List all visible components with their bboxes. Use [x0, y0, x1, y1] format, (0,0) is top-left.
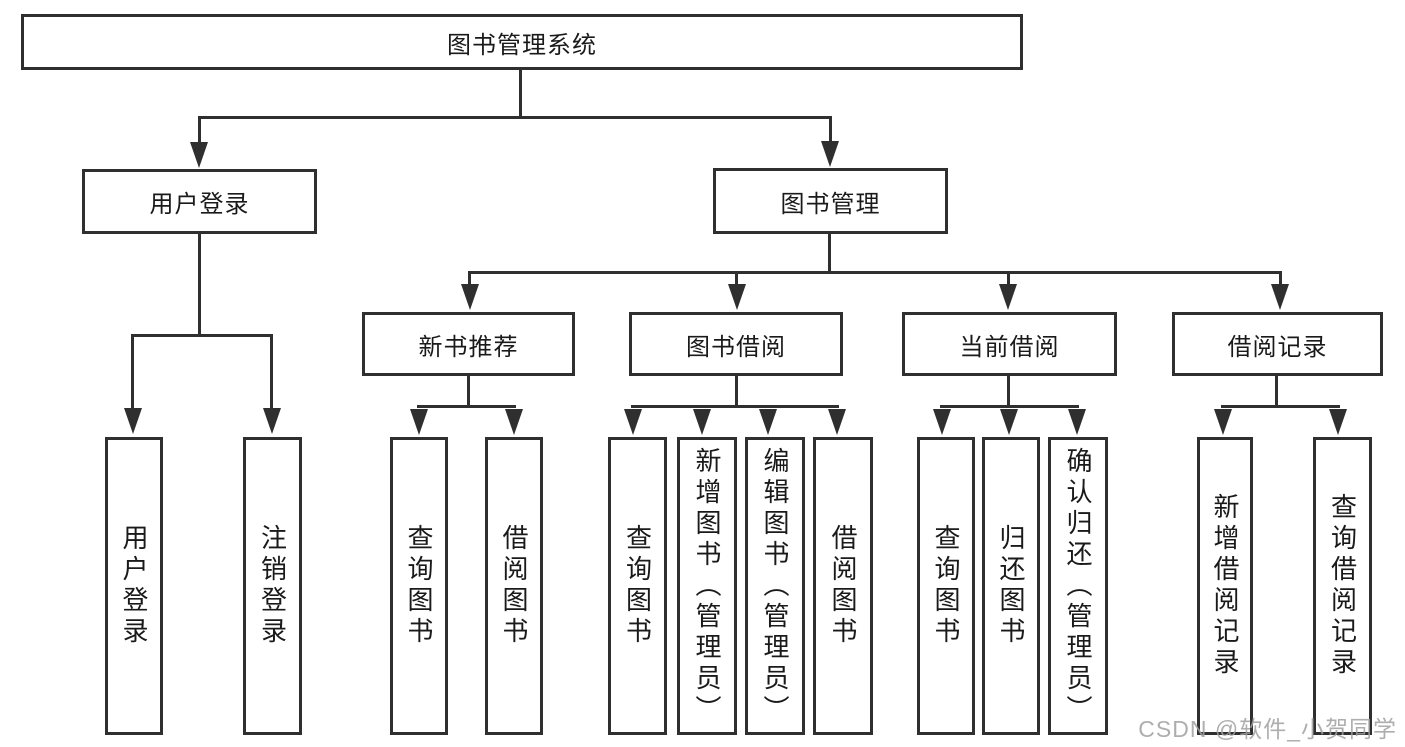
leaf-add-books-admin: 新增图书（管理员） [677, 437, 737, 735]
connector-stub [198, 116, 201, 144]
connector-stub [735, 271, 738, 287]
node-current-borrow: 当前借阅 [902, 312, 1117, 376]
leaf-query-books-recommend: 查询图书 [390, 437, 448, 735]
arrow-down-icon [693, 409, 711, 435]
leaf-borrow-books: 借阅图书 [813, 437, 873, 735]
connector-group-bar [1221, 405, 1340, 408]
node-user-login: 用户登录 [82, 169, 317, 234]
arrow-down-icon [1271, 284, 1289, 310]
arrow-down-icon [1214, 409, 1232, 435]
arrow-down-icon [461, 284, 479, 310]
connector-stub [1007, 271, 1010, 287]
connector-stub [1279, 271, 1282, 287]
arrow-down-icon [933, 409, 951, 435]
connector-group-stem [1007, 374, 1010, 408]
arrow-down-icon [624, 409, 642, 435]
node-library-system: 图书管理系统 [21, 14, 1023, 70]
arrow-down-icon [1068, 409, 1086, 435]
leaf-query-books-current: 查询图书 [917, 437, 975, 735]
connector-stub [131, 334, 134, 410]
connector-user-login-stem [198, 233, 201, 336]
arrow-down-icon [828, 409, 846, 435]
leaf-borrow-books-recommend: 借阅图书 [485, 437, 543, 735]
leaf-user-login: 用户登录 [105, 437, 163, 735]
arrow-down-icon [190, 142, 208, 168]
arrow-down-icon [999, 284, 1017, 310]
leaf-edit-books-admin: 编辑图书（管理员） [745, 437, 805, 735]
connector-level3-bar [468, 271, 1282, 274]
connector-stub [468, 271, 471, 287]
connector-group-stem [467, 374, 470, 408]
leaf-return-books: 归还图书 [982, 437, 1040, 735]
arrow-down-icon [1329, 409, 1347, 435]
arrow-down-icon [263, 408, 281, 434]
leaf-query-borrow-record: 查询借阅记录 [1313, 437, 1372, 735]
leaf-confirm-return-admin: 确认归还（管理员） [1048, 437, 1108, 735]
node-borrow-records: 借阅记录 [1172, 312, 1383, 376]
arrow-down-icon [410, 409, 428, 435]
arrow-down-icon [124, 408, 142, 434]
node-book-borrow: 图书借阅 [629, 312, 843, 376]
connector-group-stem [1275, 374, 1278, 408]
leaf-logout: 注销登录 [243, 437, 302, 735]
connector-book-mgmt-stem [828, 232, 831, 274]
connector-group-bar [417, 405, 516, 408]
connector-level2-bar [198, 116, 832, 119]
arrow-down-icon [759, 409, 777, 435]
connector-stub [270, 334, 273, 410]
csdn-watermark: CSDN @软件_小贺同学 [1138, 716, 1397, 742]
connector-root-stem [519, 68, 522, 118]
arrow-down-icon [821, 141, 839, 167]
arrow-down-icon [505, 409, 523, 435]
connector-stub [829, 116, 832, 144]
leaf-add-borrow-record: 新增借阅记录 [1197, 437, 1253, 735]
connector-group-bar [940, 405, 1079, 408]
arrow-down-icon [1000, 409, 1018, 435]
leaf-query-books-borrow: 查询图书 [608, 437, 667, 735]
node-book-management: 图书管理 [713, 168, 948, 234]
connector-group-stem [735, 374, 738, 408]
connector-user-login-bar [131, 334, 273, 337]
node-new-book-recommend: 新书推荐 [362, 312, 575, 376]
arrow-down-icon [728, 284, 746, 310]
connector-group-bar [631, 405, 839, 408]
